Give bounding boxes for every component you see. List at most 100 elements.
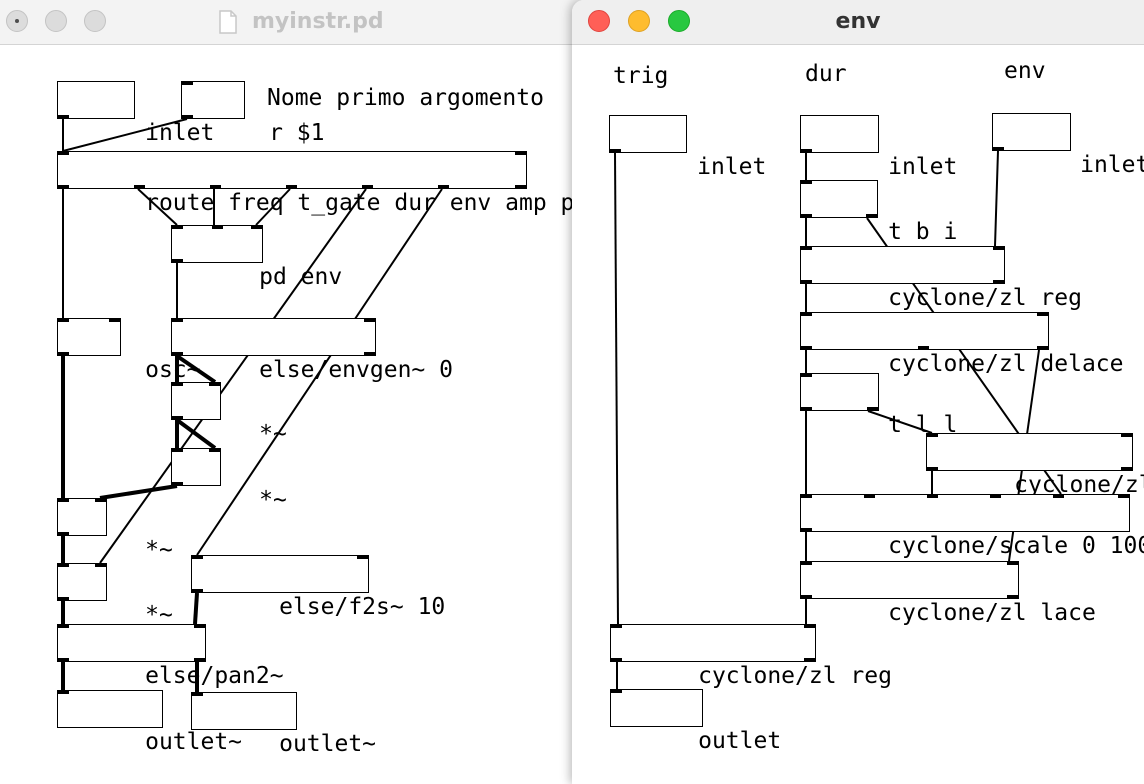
outlet-port[interactable] (801, 280, 812, 284)
object-envgen[interactable]: else/envgen~ 0 (171, 318, 453, 383)
outlet-port[interactable] (182, 115, 193, 119)
inlet-port[interactable] (58, 318, 69, 322)
outlet-port[interactable] (58, 597, 69, 601)
inlet-port[interactable] (58, 563, 69, 567)
inlet-port[interactable] (58, 151, 69, 155)
inlet-port[interactable] (172, 382, 183, 386)
outlet-port[interactable] (801, 149, 812, 153)
outlet-port[interactable] (58, 352, 69, 356)
outlet-port[interactable] (1121, 467, 1132, 471)
inlet-port[interactable] (212, 225, 223, 229)
inlet-port[interactable] (801, 246, 812, 250)
object-zl-reg-2[interactable]: cyclone/zl reg (610, 624, 892, 689)
titlebar-env[interactable]: env (572, 0, 1144, 45)
inlet-port[interactable] (251, 225, 262, 229)
inlet-port[interactable] (182, 81, 193, 85)
outlet-port[interactable] (801, 214, 812, 218)
outlet-port[interactable] (867, 407, 878, 411)
outlet-port[interactable] (1007, 595, 1018, 599)
object-route[interactable]: route freq t_gate dur env amp pan (57, 151, 600, 216)
inlet-port[interactable] (1118, 494, 1129, 498)
object-zl-reg-1[interactable]: cyclone/zl reg (800, 246, 1082, 311)
object-inlet-trig[interactable]: inlet (609, 115, 766, 180)
inlet-port[interactable] (192, 555, 203, 559)
outlet-port[interactable] (1037, 346, 1048, 350)
inlet-port[interactable] (804, 624, 815, 628)
outlet-port[interactable] (210, 185, 221, 189)
object-multiply-4[interactable]: *~ (57, 563, 173, 628)
inlet-port[interactable] (58, 624, 69, 628)
inlet-port[interactable] (993, 246, 1004, 250)
outlet-port[interactable] (801, 528, 812, 532)
inlet-port[interactable] (801, 312, 812, 316)
inlet-port[interactable] (864, 494, 875, 498)
inlet-port[interactable] (364, 318, 375, 322)
inlet-port[interactable] (927, 433, 938, 437)
close-button[interactable] (588, 10, 610, 32)
outlet-port[interactable] (801, 595, 812, 599)
object-multiply-3[interactable]: *~ (57, 498, 173, 563)
outlet-port[interactable] (927, 467, 938, 471)
inlet-port[interactable] (357, 555, 368, 559)
inlet-port[interactable] (58, 690, 69, 694)
outlet-port[interactable] (801, 407, 812, 411)
zoom-button[interactable] (668, 10, 690, 32)
inlet-port[interactable] (95, 563, 106, 567)
outlet-port[interactable] (194, 658, 205, 662)
inlet-port[interactable] (801, 180, 812, 184)
inlet-port[interactable] (1007, 561, 1018, 565)
minimize-button[interactable] (628, 10, 650, 32)
inlet-port[interactable] (95, 498, 106, 502)
inlet-port[interactable] (611, 689, 622, 693)
inlet-port[interactable] (927, 494, 938, 498)
outlet-port[interactable] (172, 352, 183, 356)
object-trigger-ll[interactable]: t l l (800, 373, 957, 438)
inlet-port[interactable] (1053, 494, 1064, 498)
outlet-port[interactable] (804, 658, 815, 662)
outlet-port[interactable] (172, 416, 183, 420)
outlet-port[interactable] (192, 589, 203, 593)
inlet-port[interactable] (172, 448, 183, 452)
outlet-port[interactable] (918, 346, 929, 350)
inlet-port[interactable] (801, 561, 812, 565)
outlet-port[interactable] (610, 149, 621, 153)
inlet-port[interactable] (209, 448, 220, 452)
outlet-port[interactable] (172, 482, 183, 486)
object-inlet-env[interactable]: inlet (992, 113, 1144, 178)
titlebar-myinstr[interactable]: myinstr.pd (0, 0, 600, 45)
inlet-port[interactable] (58, 498, 69, 502)
outlet-port[interactable] (515, 185, 526, 189)
inlet-port[interactable] (990, 494, 1001, 498)
inlet-port[interactable] (1121, 433, 1132, 437)
object-pan2[interactable]: else/pan2~ (57, 624, 284, 689)
inlet-port[interactable] (801, 373, 812, 377)
object-scale[interactable]: cyclone/scale 0 100 0 1 (800, 494, 1144, 559)
outlet-port[interactable] (801, 346, 812, 350)
inlet-port[interactable] (109, 318, 120, 322)
zoom-button[interactable] (84, 10, 106, 32)
outlet-port[interactable] (58, 115, 69, 119)
outlet-port[interactable] (993, 280, 1004, 284)
object-inlet[interactable]: inlet (57, 81, 214, 146)
outlet-port[interactable] (286, 185, 297, 189)
object-receive[interactable]: r $1 (181, 81, 324, 146)
outlet-port[interactable] (58, 658, 69, 662)
outlet-port[interactable] (58, 532, 69, 536)
inlet-port[interactable] (611, 624, 622, 628)
outlet-port[interactable] (866, 214, 877, 218)
object-trigger-bi[interactable]: t b i (800, 180, 957, 245)
object-pd-env[interactable]: pd env (171, 225, 342, 290)
minimize-button[interactable] (45, 10, 67, 32)
object-inlet-dur[interactable]: inlet (800, 115, 957, 180)
object-zl-delace[interactable]: cyclone/zl delace (800, 312, 1124, 377)
inlet-port[interactable] (209, 382, 220, 386)
object-zl-lace[interactable]: cyclone/zl lace (800, 561, 1096, 626)
object-zl-sum[interactable]: cyclone/zl sum (926, 433, 1144, 498)
outlet-port[interactable] (362, 185, 373, 189)
close-button[interactable] (6, 10, 28, 32)
object-outlet[interactable]: outlet (610, 689, 781, 754)
object-outlet-left[interactable]: outlet~ (57, 690, 242, 755)
outlet-port[interactable] (58, 185, 69, 189)
patch-canvas-env[interactable]: trig dur env inlet inlet inlet t b i cyc… (572, 45, 1144, 784)
outlet-port[interactable] (172, 259, 183, 263)
